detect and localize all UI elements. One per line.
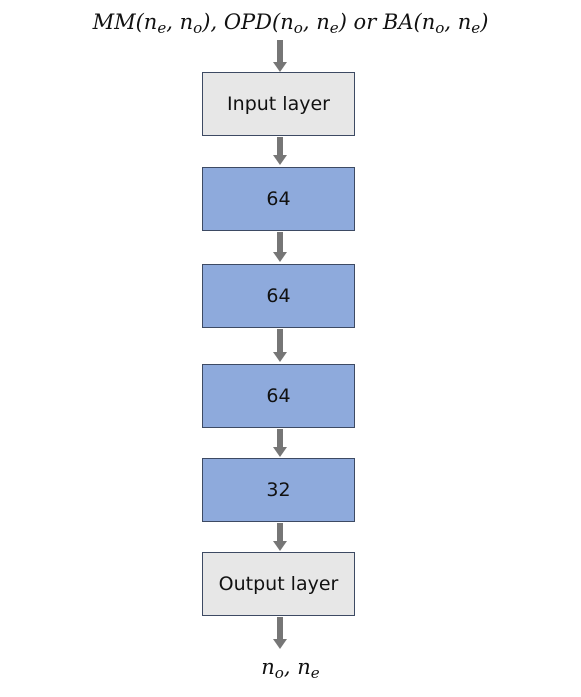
formula-text: ) or BA(	[338, 10, 422, 34]
formula-subscript: o	[293, 19, 303, 38]
hidden-layer-4-box: 32	[202, 458, 355, 522]
formula-text: n	[421, 10, 436, 34]
layer-label: 32	[266, 479, 291, 501]
formula-text: , n	[302, 10, 330, 34]
arrow-down-icon	[270, 523, 290, 553]
layer-label: 64	[266, 188, 291, 210]
input-formula-label: MM(ne, no), OPD(no, ne) or BA(no, ne)	[0, 10, 581, 38]
hidden-layer-1-box: 64	[202, 167, 355, 231]
arrow-down-icon	[270, 329, 290, 364]
arrow-down-icon	[270, 137, 290, 167]
formula-text: , n	[283, 655, 311, 679]
formula-subscript: o	[435, 19, 445, 38]
formula-subscript: o	[193, 19, 203, 38]
formula-subscript: e	[310, 664, 320, 683]
layer-label: 64	[266, 285, 291, 307]
arrow-down-icon	[270, 429, 290, 459]
arrow-down-icon	[270, 40, 290, 74]
formula-text: MM(	[92, 10, 144, 34]
layer-label: 64	[266, 385, 291, 407]
formula-text: n	[280, 10, 294, 34]
output-layer-box: Output layer	[202, 552, 355, 616]
hidden-layer-2-box: 64	[202, 264, 355, 328]
formula-text: , n	[166, 10, 194, 34]
input-layer-box: Input layer	[202, 72, 355, 136]
formula-subscript: e	[157, 19, 167, 38]
formula-text: n	[143, 10, 158, 34]
formula-text: , n	[444, 10, 472, 34]
formula-subscript: e	[329, 19, 339, 38]
output-formula-label: no, ne	[0, 655, 581, 683]
formula-subscript: o	[274, 664, 284, 683]
formula-subscript: e	[471, 19, 481, 38]
formula-text: ), OPD(	[202, 10, 281, 34]
arrow-down-icon	[270, 232, 290, 264]
arrow-down-icon	[270, 617, 290, 651]
layer-label: Output layer	[218, 573, 339, 595]
layer-label: Input layer	[227, 93, 330, 115]
formula-text: n	[261, 655, 275, 679]
hidden-layer-3-box: 64	[202, 364, 355, 428]
formula-text: )	[480, 10, 489, 34]
